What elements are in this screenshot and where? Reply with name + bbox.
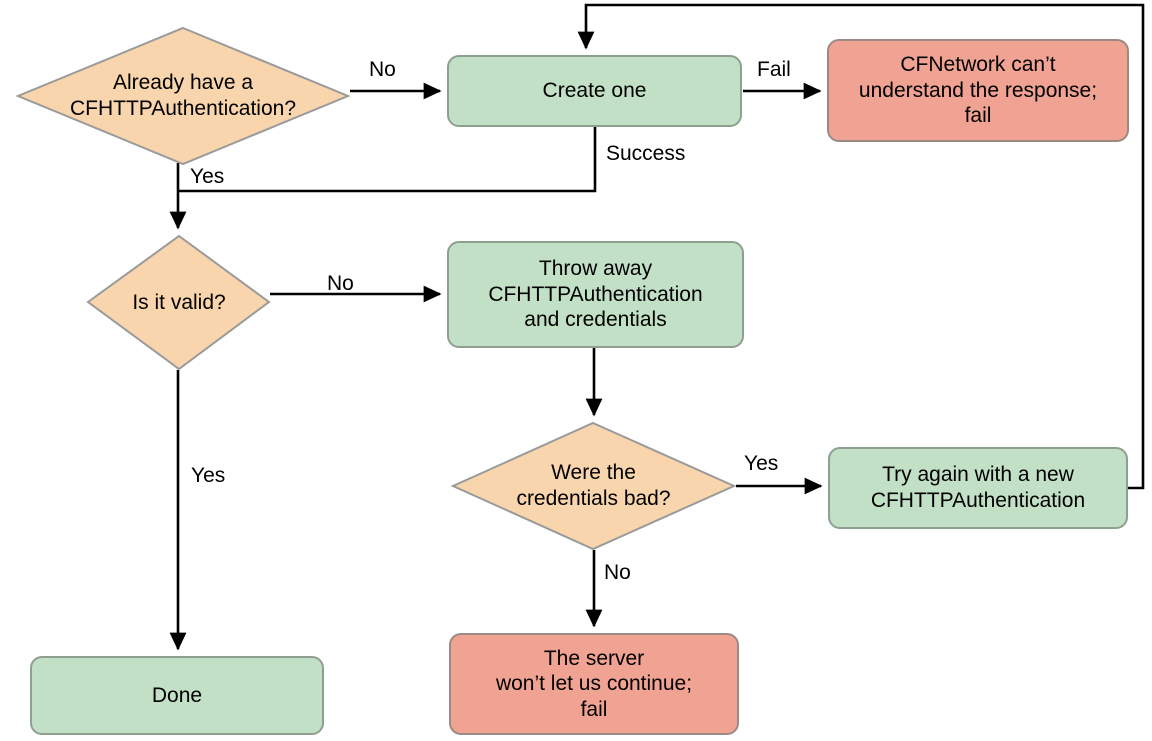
edge-label-already-yes: Yes [190, 165, 225, 188]
edge-create-success [178, 127, 597, 193]
edge-label-valid-yes: Yes [191, 464, 226, 487]
node-credentials-bad[interactable] [450, 421, 737, 551]
edge-label-credentials-yes: Yes [744, 452, 779, 475]
node-done[interactable] [30, 656, 324, 735]
edge-label-create-fail: Fail [757, 58, 791, 81]
node-group [15, 26, 1129, 735]
edge-group: create one --> CFNetwork error --> down,… [169, 3, 1145, 651]
edge-label-create-success: Success [606, 142, 686, 165]
node-create-one[interactable] [447, 55, 742, 127]
edge-label-already-no: No [369, 58, 396, 81]
node-is-it-valid[interactable] [86, 234, 271, 371]
node-already-have-auth[interactable] [15, 26, 351, 166]
edge-label-credentials-no: No [604, 561, 631, 584]
node-server-fail[interactable] [449, 633, 739, 735]
node-cfnetwork-fail[interactable] [827, 39, 1129, 142]
node-throw-away[interactable] [447, 241, 744, 348]
edge-label-valid-no: No [327, 272, 354, 295]
edge-retry-loop [577, 3, 1145, 490]
node-try-again[interactable] [828, 447, 1128, 529]
